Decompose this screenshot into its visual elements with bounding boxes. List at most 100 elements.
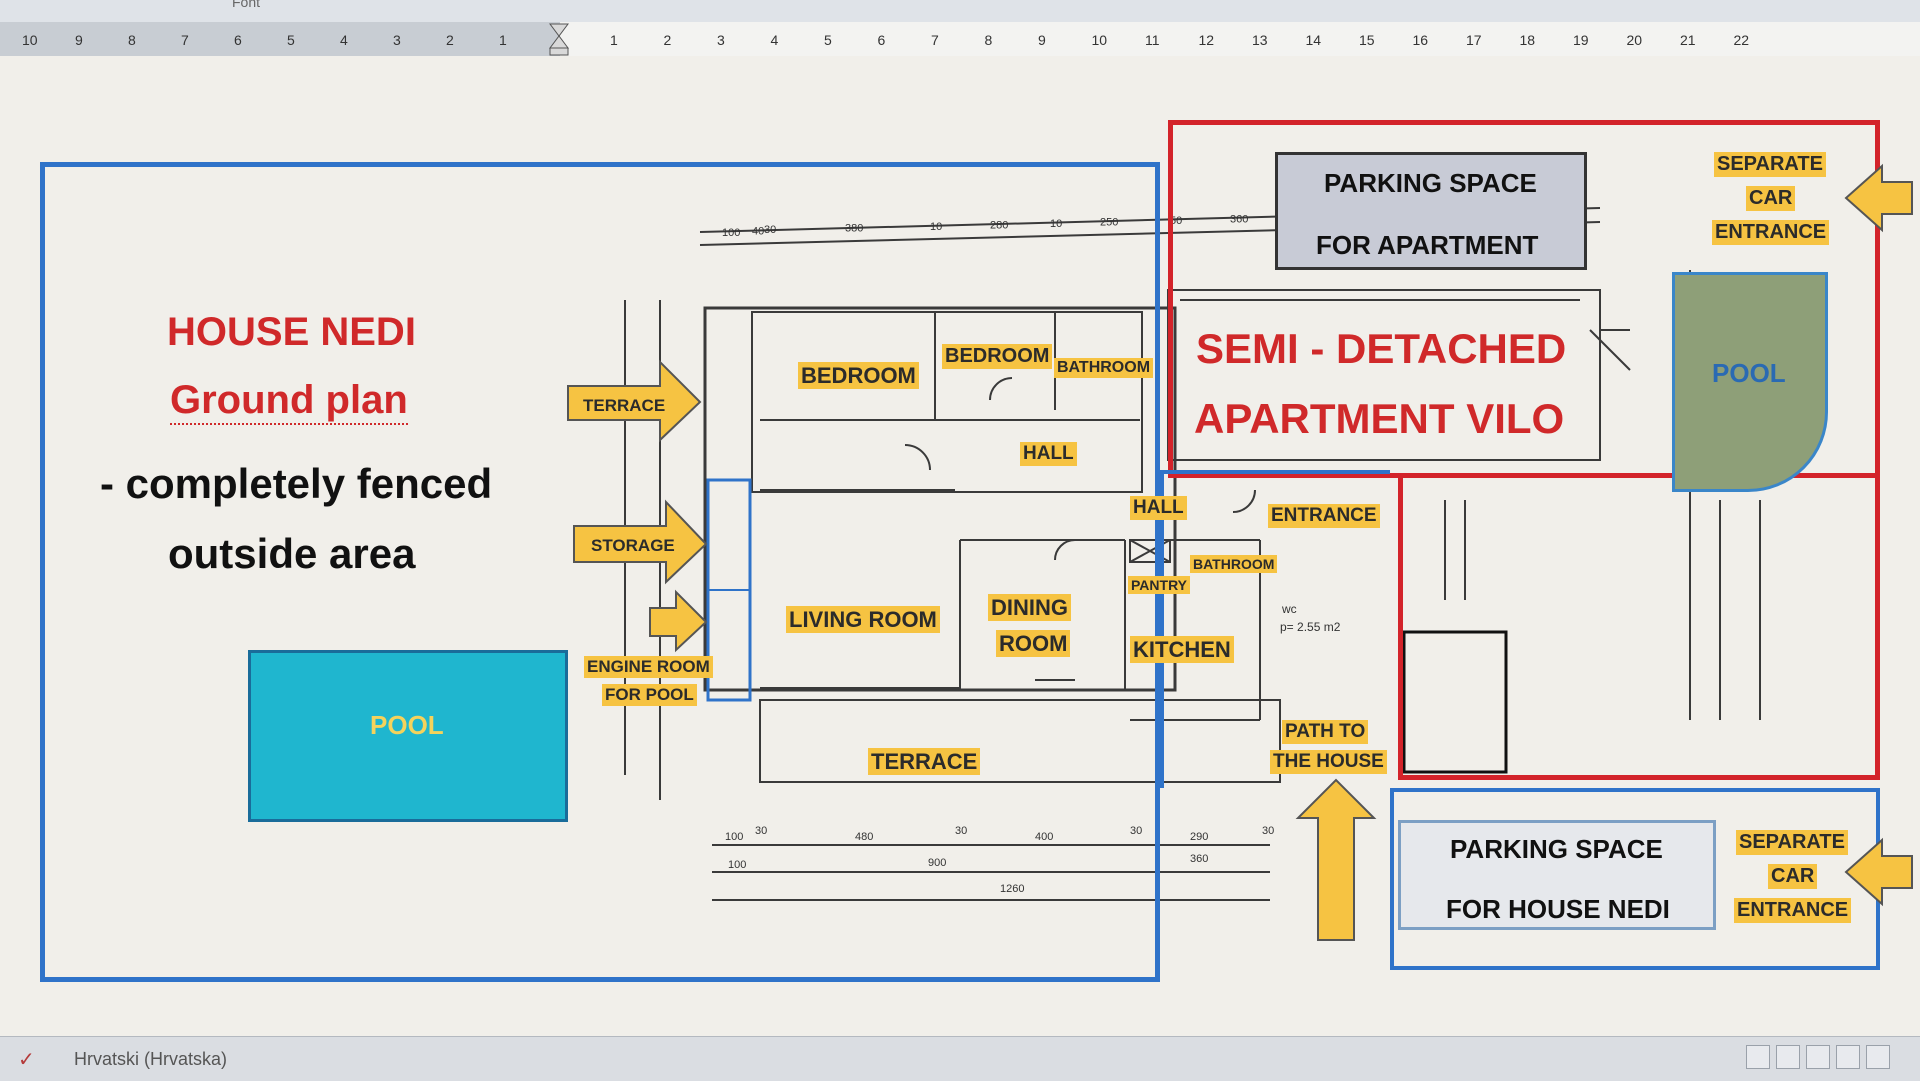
car-entrance-top-arrow-icon [1844, 163, 1913, 233]
ruler-label: 4 [770, 32, 779, 48]
status-bar: ✓ Hrvatski (Hrvatska) [0, 1036, 1920, 1081]
outline-view-icon[interactable] [1836, 1045, 1860, 1069]
bedroom-1-label: BEDROOM [798, 362, 919, 390]
ruler-label: 14 [1305, 32, 1322, 48]
bathroom-1-label: BATHROOM [1054, 358, 1154, 379]
car-entrance-bottom-1: SEPARATE [1736, 830, 1848, 855]
print-layout-icon[interactable] [1746, 1045, 1770, 1069]
ruler-label: 3 [393, 32, 401, 48]
ruler-label: 6 [234, 32, 242, 48]
dimension-label: 100 [722, 227, 740, 239]
spellcheck-icon[interactable]: ✓ [18, 1049, 35, 1071]
dimension-label: 30 [755, 825, 767, 837]
engine-room-arrow-icon [649, 589, 708, 653]
ruler-label: 20 [1626, 32, 1643, 48]
apartment-title-line1: SEMI - DETACHED [1196, 325, 1567, 372]
dimension-label: 380 [845, 223, 863, 235]
path-arrow-icon [1295, 778, 1377, 941]
dining-room-label-2: ROOM [996, 630, 1071, 658]
ruler-label: 15 [1359, 32, 1375, 48]
dimension-label: 400 [1035, 831, 1053, 843]
ruler-label: 17 [1466, 32, 1482, 48]
ruler-label: 7 [181, 32, 189, 48]
dimension-label: 280 [990, 220, 1008, 232]
ruler-label: 3 [717, 32, 725, 48]
web-layout-icon[interactable] [1806, 1045, 1830, 1069]
bedroom-2-label: BEDROOM [942, 344, 1053, 369]
ruler-label: 6 [877, 32, 886, 48]
ruler-label: 4 [340, 32, 348, 48]
path-label-2: THE HOUSE [1270, 750, 1387, 774]
fence-note-line1: - completely fenced [100, 460, 493, 507]
parking-house-line1: PARKING SPACE [1450, 834, 1663, 864]
terrace-bottom-label: TERRACE [868, 748, 981, 776]
terrace-arrow-icon [567, 359, 702, 443]
car-entrance-top-2: CAR [1746, 186, 1796, 211]
car-entrance-bottom-2: CAR [1768, 864, 1818, 889]
path-label-1: PATH TO [1282, 720, 1369, 744]
dimension-label: 360 [1190, 853, 1208, 865]
reading-view-icon[interactable] [1776, 1045, 1800, 1069]
ruler-label: 8 [984, 32, 993, 48]
pool-apartment [1672, 272, 1828, 492]
storage-arrow-label: STORAGE [591, 536, 675, 555]
dimension-label: 1260 [1000, 883, 1024, 895]
ruler-label: 21 [1680, 32, 1696, 48]
bathroom-2-label: BATHROOM [1190, 555, 1278, 574]
parking-apartment-line1: PARKING SPACE [1324, 168, 1537, 198]
ruler-label: 16 [1412, 32, 1429, 48]
ruler-label: 1 [610, 32, 618, 48]
pool-house-label: POOL [370, 710, 444, 740]
area-note: p= 2.55 m2 [1280, 620, 1341, 634]
ruler-label: 11 [1145, 32, 1160, 48]
dimension-label: 10 [930, 221, 942, 233]
ruler-margin-left [0, 22, 560, 56]
title-bar: Font [0, 0, 1920, 22]
ruler-label: 22 [1733, 32, 1750, 48]
kitchen-label: KITCHEN [1130, 636, 1234, 664]
dimension-label: 30 [955, 825, 967, 837]
parking-house-line2: FOR HOUSE NEDI [1446, 894, 1670, 924]
pantry-label: PANTRY [1128, 576, 1190, 595]
dimension-label: 10 [1050, 218, 1062, 230]
ruler-label: 9 [75, 32, 83, 48]
dimension-label: 250 [1100, 217, 1118, 229]
dimension-label: 360 [1230, 214, 1248, 226]
ruler-label: 12 [1198, 32, 1215, 48]
terrace-arrow-label: TERRACE [583, 396, 666, 415]
car-entrance-bottom-arrow-icon [1844, 837, 1913, 907]
ruler-label: 2 [663, 32, 672, 48]
car-entrance-top-3: ENTRANCE [1712, 220, 1830, 245]
ruler-label: 10 [22, 32, 38, 48]
dimension-label: 480 [855, 831, 873, 843]
engine-room-label-2: FOR POOL [602, 684, 697, 706]
dimension-label: 50 [1170, 215, 1182, 227]
storage-arrow-icon [573, 499, 708, 585]
parking-apartment-box [1275, 152, 1587, 270]
apartment-title-line2: APARTMENT VILO [1194, 395, 1565, 442]
pool-apartment-label: POOL [1712, 358, 1786, 388]
draft-view-icon[interactable] [1866, 1045, 1890, 1069]
hall-1-label: HALL [1020, 442, 1077, 466]
dimension-label: 30 [764, 224, 776, 236]
indent-marker-icon[interactable] [548, 22, 570, 56]
parking-apartment-line2: FOR APARTMENT [1316, 230, 1539, 260]
dimension-label: 100 [725, 831, 743, 843]
ruler-label: 2 [446, 32, 454, 48]
blue-connector [1160, 470, 1390, 788]
living-room-label: LIVING ROOM [786, 606, 940, 634]
ruler-label: 13 [1252, 32, 1268, 48]
fence-note-line2: outside area [168, 530, 416, 577]
engine-room-label-1: ENGINE ROOM [584, 656, 713, 678]
dining-room-label-1: DINING [988, 594, 1071, 622]
apartment-lower-outline [1398, 478, 1880, 780]
parking-house-box [1398, 820, 1716, 930]
ruler-label: 1 [499, 32, 507, 48]
language-indicator[interactable]: Hrvatski (Hrvatska) [74, 1049, 228, 1069]
pool-house [248, 650, 568, 822]
hall-2-label: HALL [1130, 496, 1187, 520]
ruler-label: 7 [931, 32, 939, 48]
ruler-label: 19 [1573, 32, 1589, 48]
ruler-label: 9 [1038, 32, 1046, 48]
car-entrance-top-1: SEPARATE [1714, 152, 1826, 177]
